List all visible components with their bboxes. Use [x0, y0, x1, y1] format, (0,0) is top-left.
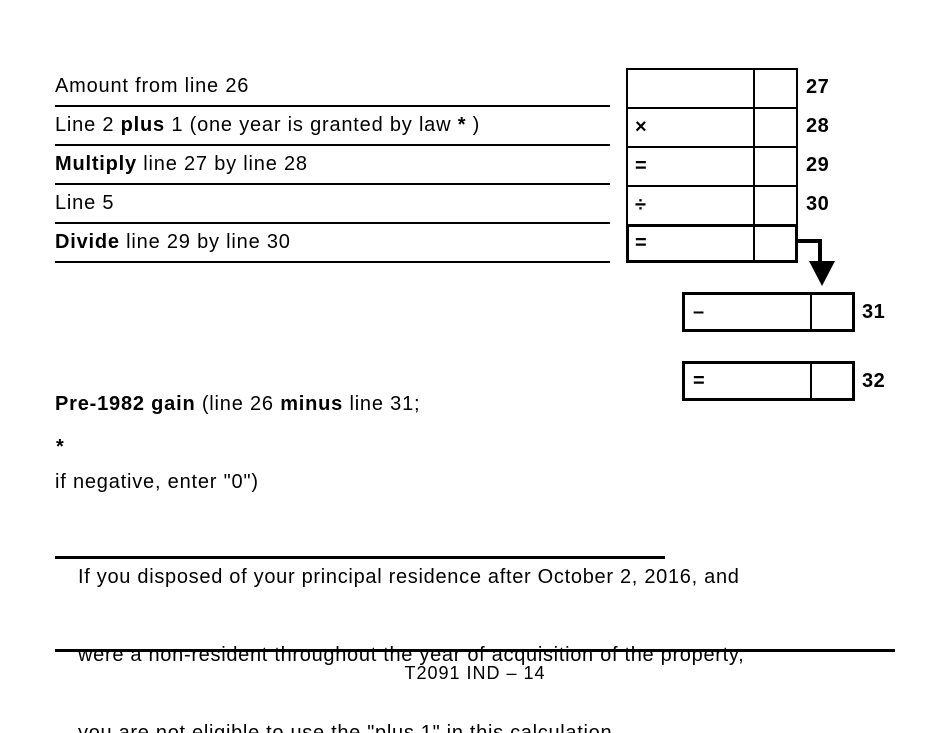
calc-row-label-divide: Divide line 29 by line 30: [55, 224, 610, 263]
label-text-bold: Multiply: [55, 153, 137, 175]
label-text: Line 5: [55, 192, 115, 214]
result-box-31: –: [682, 292, 855, 332]
line-number-29: 29: [806, 154, 830, 176]
table-row-28: ×: [628, 107, 796, 146]
equals-operator: =: [635, 155, 647, 177]
cents-field-29[interactable]: [755, 148, 796, 185]
calc-row-label-28: Line 2 plus 1 (one year is granted by la…: [55, 107, 610, 146]
footer-rule: [55, 649, 895, 652]
cents-field-31[interactable]: [812, 295, 852, 329]
page-footer-label: T2091 IND – 14: [404, 663, 546, 683]
label-text: line 27 by line 28: [136, 153, 308, 175]
line-number-32: 32: [862, 369, 886, 392]
amount-field-27[interactable]: [628, 70, 755, 107]
label-text: ): [466, 114, 481, 136]
label-text-bold: minus: [280, 393, 344, 415]
calc-row-label-30: Line 5: [55, 185, 610, 224]
footnote-line: If you disposed of your principal reside…: [78, 566, 740, 588]
line-number-27: 27: [806, 76, 830, 98]
line-number-31: 31: [862, 300, 886, 323]
cents-field-27[interactable]: [755, 70, 796, 107]
label-text: 1 (one year is granted by law: [164, 114, 458, 136]
equals-operator: =: [635, 232, 647, 254]
label-text-bold: Divide: [55, 231, 120, 253]
label-text: line 29 by line 30: [119, 231, 291, 253]
equals-operator: =: [693, 369, 705, 392]
down-arrow-icon: [818, 239, 822, 263]
footnote-line: you are not eligible to use the "plus 1"…: [78, 722, 619, 733]
cents-field-28[interactable]: [755, 109, 796, 146]
line-number-28: 28: [806, 115, 830, 137]
footnote-reference-asterisk: *: [457, 114, 467, 136]
amount-field-29[interactable]: =: [628, 148, 755, 185]
asterisk-marker: *: [56, 436, 65, 458]
amount-field-32[interactable]: =: [685, 364, 812, 398]
minus-operator: –: [693, 300, 705, 323]
cents-field-result[interactable]: [755, 226, 796, 261]
pre-1982-gain-line2: if negative, enter "0"): [55, 471, 259, 493]
cents-field-30[interactable]: [755, 187, 796, 224]
table-row-30: ÷: [628, 185, 796, 224]
pre-1982-gain-label: Pre-1982 gain (line 26 minus line 31; if…: [55, 339, 665, 559]
label-text: Line 2: [55, 114, 121, 136]
amount-field-28[interactable]: ×: [628, 109, 755, 146]
amount-box-table: × = ÷ =: [626, 68, 798, 263]
line-number-30: 30: [806, 193, 830, 215]
divide-operator: ÷: [635, 194, 646, 216]
amount-field-result[interactable]: =: [628, 226, 755, 261]
label-text: line 31;: [343, 393, 421, 415]
label-text: (line 26: [195, 393, 281, 415]
calc-row-label-29: Multiply line 27 by line 28: [55, 146, 610, 185]
label-text: Amount from line 26: [55, 75, 250, 97]
cents-field-32[interactable]: [812, 364, 852, 398]
pre-1982-gain-line1: Pre-1982 gain (line 26 minus line 31;: [55, 391, 665, 417]
down-arrow-icon: [809, 261, 835, 286]
multiply-operator: ×: [635, 116, 647, 138]
down-arrow-icon: [797, 239, 822, 243]
label-text-bold: plus: [120, 114, 165, 136]
table-row-29: =: [628, 146, 796, 185]
label-text-bold: Pre-1982 gain: [55, 393, 196, 415]
table-row-27: [628, 70, 796, 107]
amount-field-31[interactable]: –: [685, 295, 812, 329]
table-row-result: =: [628, 224, 796, 261]
calc-row-label-27: Amount from line 26: [55, 68, 610, 107]
result-box-32: =: [682, 361, 855, 401]
footnote: * If you disposed of your principal resi…: [55, 434, 920, 733]
footnote-text: If you disposed of your principal reside…: [78, 512, 920, 733]
amount-field-30[interactable]: ÷: [628, 187, 755, 224]
